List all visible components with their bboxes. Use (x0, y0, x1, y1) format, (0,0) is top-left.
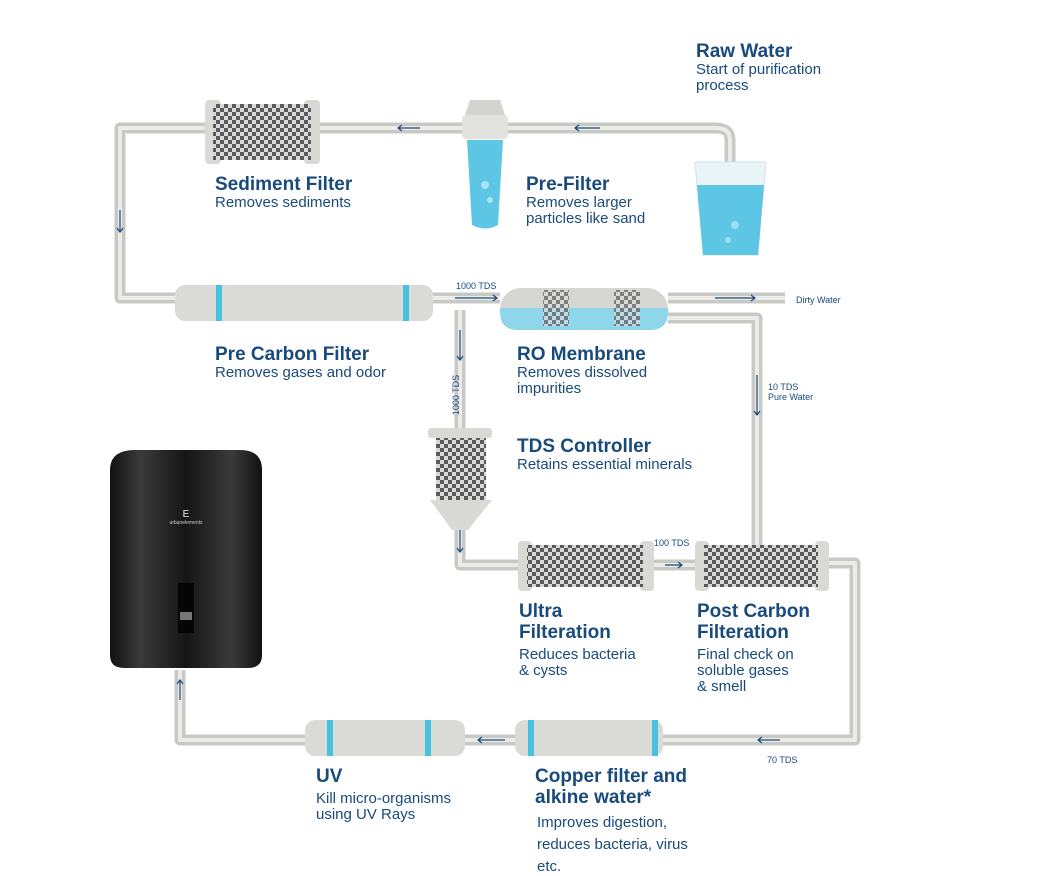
stage-desc: Removes larger (526, 194, 632, 211)
stage-desc: etc. (537, 858, 562, 875)
stage-desc: impurities (517, 380, 582, 397)
post-carbon-label: Post Carbon Filteration Final check on s… (697, 601, 810, 695)
stage-desc: Kill micro-organisms (316, 790, 452, 807)
stage-desc: reduces bacteria, virus (537, 836, 688, 853)
stage-desc: & cysts (519, 662, 568, 679)
raw-water-label: Raw Water Start of purification process (696, 41, 821, 94)
tds-label: 1000 TDS (456, 281, 497, 291)
copper-filter-label: Copper filter and alkine water* Improves… (535, 766, 688, 876)
stage-desc: Start of purification (696, 61, 822, 78)
stage-desc: process (696, 77, 749, 94)
uv-filter-icon (305, 720, 465, 756)
stage-title: UV (316, 766, 343, 787)
tds-controller-label: TDS Controller Retains essential mineral… (517, 436, 692, 473)
sediment-filter-icon (205, 100, 320, 164)
tds-label: 70 TDS (767, 755, 798, 765)
stage-title: alkine water* (535, 787, 652, 808)
stage-desc: particles like sand (526, 210, 646, 227)
tds-label: 10 TDS (768, 382, 799, 392)
ultra-filteration-icon (518, 541, 654, 591)
copper-filter-icon (515, 720, 663, 756)
tds-controller-icon (428, 428, 492, 530)
stage-title: Ultra (519, 601, 563, 622)
stage-desc: using UV Rays (316, 806, 416, 823)
stage-desc: Reduces bacteria (519, 646, 636, 663)
pre-carbon-filter-label: Pre Carbon Filter Removes gases and odor (215, 344, 386, 381)
tds-label: 100 TDS (654, 538, 690, 548)
stage-title: Copper filter and (535, 766, 688, 787)
stage-desc: Removes dissolved (517, 364, 648, 381)
svg-text:urbanelements: urbanelements (169, 520, 203, 526)
uv-label: UV Kill micro-organisms using UV Rays (316, 766, 451, 823)
sediment-filter-label: Sediment Filter Removes sediments (215, 174, 352, 211)
stage-title: Filteration (697, 622, 789, 643)
stage-title: Pre-Filter (526, 174, 610, 195)
stage-desc: Removes sediments (215, 194, 351, 211)
ro-membrane-icon (500, 288, 668, 330)
stage-desc: & smell (697, 678, 747, 695)
tds-label: 1000 TDS (451, 374, 462, 416)
pre-filter-label: Pre-Filter Removes larger particles like… (526, 174, 645, 227)
stage-title: RO Membrane (517, 344, 646, 365)
ro-membrane-label: RO Membrane Removes dissolved impurities (517, 344, 647, 397)
stage-title: Pre Carbon Filter (215, 344, 370, 365)
ultra-filteration-label: Ultra Filteration Reduces bacteria & cys… (519, 601, 636, 679)
pure-water-label: Pure Water (768, 392, 814, 402)
stage-desc: Removes gases and odor (215, 364, 386, 381)
svg-text:E: E (183, 509, 190, 520)
flow-arrows (116, 124, 780, 744)
stage-desc: Improves digestion, (537, 814, 668, 831)
stage-title: TDS Controller (517, 436, 652, 457)
post-carbon-icon (695, 541, 829, 591)
stage-desc: Retains essential minerals (517, 456, 693, 473)
stage-title: Raw Water (696, 41, 793, 62)
pre-filter-icon (462, 100, 508, 229)
raw-water-glass-icon (694, 161, 767, 256)
stage-title: Post Carbon (697, 601, 810, 622)
water-purifier-device-icon: urbanelements E (110, 450, 262, 668)
dirty-water-label: Dirty Water (796, 295, 841, 305)
stage-title: Filteration (519, 622, 611, 643)
stage-title: Sediment Filter (215, 174, 353, 195)
stage-desc: Final check on (697, 646, 794, 663)
stage-desc: soluble gases (697, 662, 789, 679)
pre-carbon-filter-icon (175, 285, 433, 321)
